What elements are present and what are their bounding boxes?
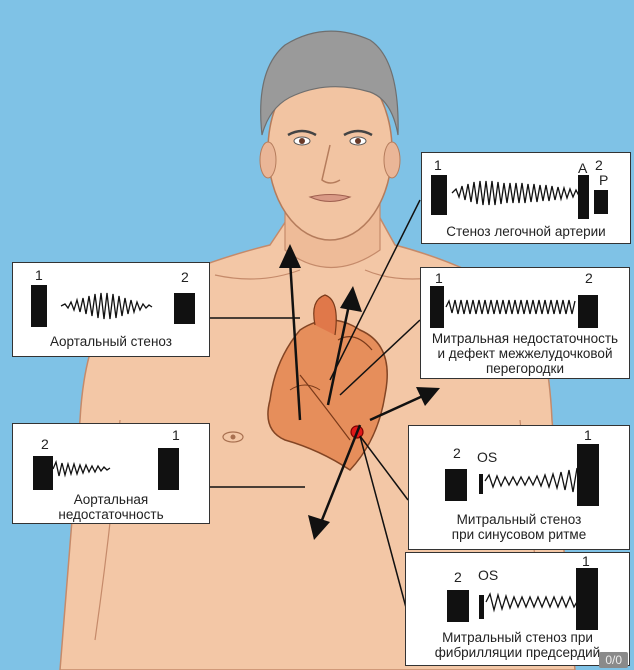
label-s2: 2: [585, 270, 593, 286]
label-opening-snap: OS: [477, 449, 497, 465]
caption-line-2: при синусовом ритме: [409, 527, 629, 542]
label-s1: 1: [434, 157, 442, 173]
caption-line-1: Аортальная: [13, 492, 209, 507]
caption-line-2: недостаточность: [13, 507, 209, 522]
caption-line-3: перегородки: [421, 361, 629, 376]
label-s1: 1: [172, 427, 180, 443]
caption-line-1: Митральный стеноз: [409, 512, 629, 527]
label-s1: 1: [584, 427, 592, 443]
label-s2: 2: [181, 269, 189, 285]
panel-pulmonary-stenosis: 1 A 2 P Стеноз легочной артерии: [421, 152, 631, 244]
panel-mitral-regurgitation-vsd: 1 2 Митральная недостаточность и дефект …: [420, 267, 630, 379]
caption-line-2: фибрилляции предсердий: [406, 645, 629, 660]
caption: Аортальный стеноз: [13, 334, 209, 349]
page-number-badge: 0/0: [599, 652, 628, 668]
panel-mitral-stenosis-atrial-fibrillation: 2 OS 1 Митральный стеноз при фибрилляции…: [405, 552, 630, 666]
panel-aortic-regurgitation: 2 1 Аортальная недостаточность: [12, 423, 210, 524]
label-s1: 1: [582, 553, 590, 569]
label-s2: 2: [595, 157, 603, 173]
label-opening-snap: OS: [478, 567, 498, 583]
panel-aortic-stenosis: 1 2 Аортальный стеноз: [12, 262, 210, 357]
label-s2: 2: [41, 436, 49, 452]
label-pulmonic-component: P: [599, 172, 608, 188]
caption-line-1: Митральный стеноз при: [406, 630, 629, 645]
label-s1: 1: [35, 267, 43, 283]
label-s2: 2: [453, 445, 461, 461]
caption: Стеноз легочной артерии: [422, 224, 630, 239]
caption-line-1: Митральная недостаточность: [421, 331, 629, 346]
label-s1: 1: [435, 270, 443, 286]
label-s2: 2: [454, 569, 462, 585]
caption-line-2: и дефект межжелудочковой: [421, 346, 629, 361]
panel-mitral-stenosis-sinus-rhythm: 2 OS 1 Митральный стеноз при синусовом р…: [408, 425, 630, 550]
label-aortic-component: A: [578, 160, 587, 176]
